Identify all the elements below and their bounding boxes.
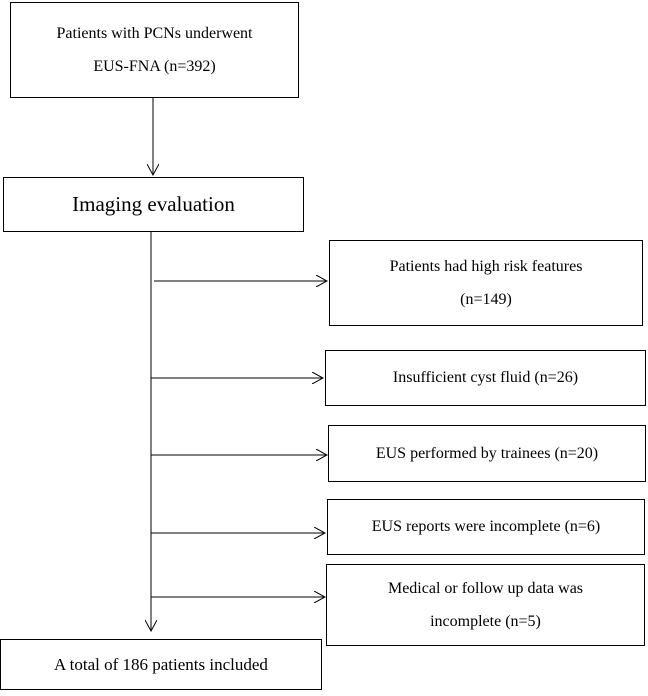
final-box: A total of 186 patients included	[0, 639, 322, 690]
exclusion-box-5-line2: incomplete (n=5)	[430, 613, 541, 630]
exclusion-box-1: Patients had high risk features (n=149)	[329, 240, 643, 326]
exclusion-box-5: Medical or follow up data was incomplete…	[326, 564, 645, 646]
exclusion-box-3: EUS performed by trainees (n=20)	[328, 425, 646, 482]
exclusion-box-2-line1: Insufficient cyst fluid (n=26)	[392, 369, 579, 386]
exclusion-box-4-line1: EUS reports were incomplete (n=6)	[371, 518, 601, 535]
start-box-line2: EUS-FNA (n=392)	[93, 58, 216, 75]
exclusion-box-2: Insufficient cyst fluid (n=26)	[325, 350, 646, 406]
exclusion-box-3-line1: EUS performed by trainees (n=20)	[375, 444, 599, 462]
exclusion-box-5-line1: Medical or follow up data was	[387, 580, 584, 597]
evaluation-box-label: Imaging evaluation	[72, 192, 235, 216]
exclusion-box-1-line1: Patients had high risk features	[389, 258, 583, 275]
exclusion-box-1-line2: (n=149)	[460, 291, 512, 308]
evaluation-box: Imaging evaluation	[3, 177, 304, 232]
start-box: Patients with PCNs underwent EUS-FNA (n=…	[10, 2, 299, 98]
exclusion-box-4: EUS reports were incomplete (n=6)	[327, 499, 645, 555]
final-box-label: A total of 186 patients included	[54, 654, 268, 674]
start-box-line1: Patients with PCNs underwent	[56, 25, 253, 42]
